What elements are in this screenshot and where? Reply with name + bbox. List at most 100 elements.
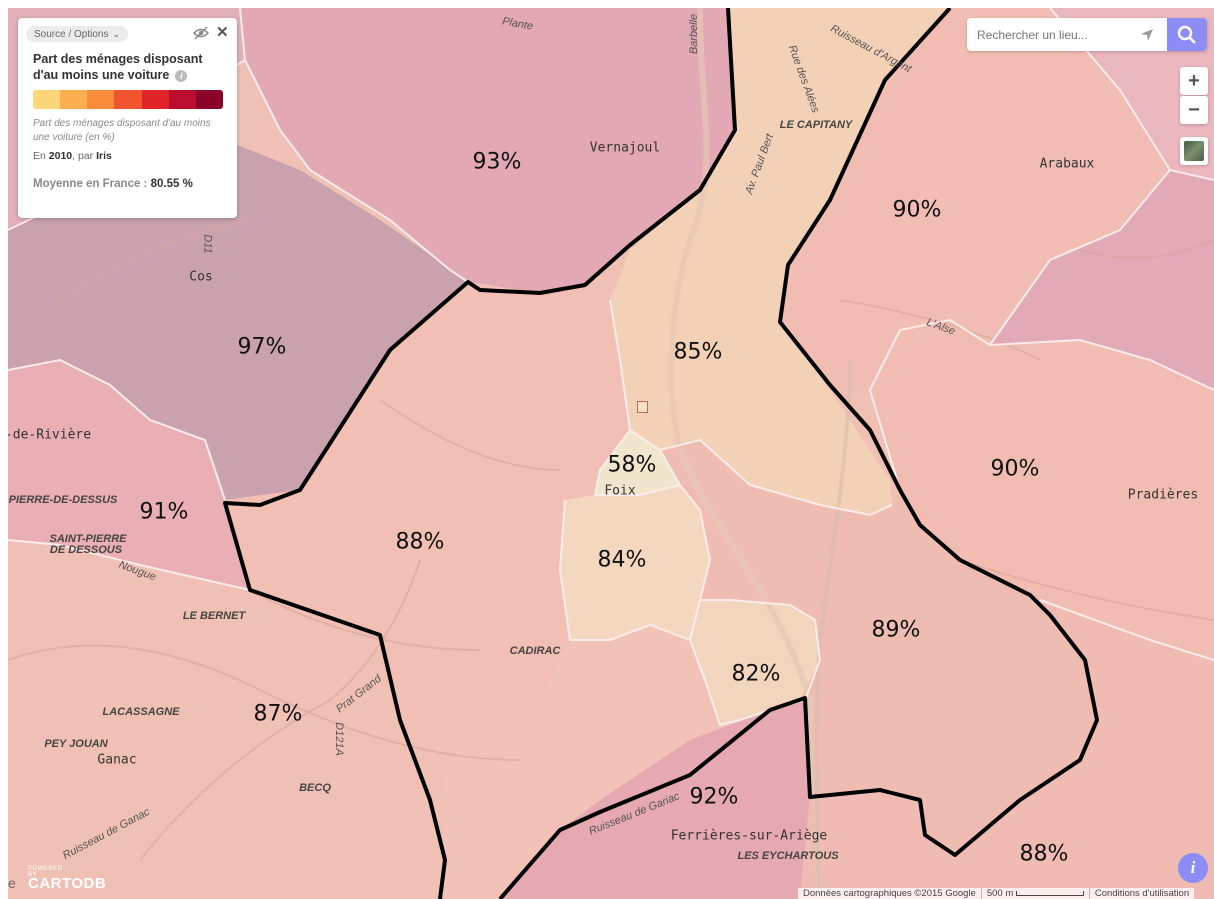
search-box xyxy=(967,18,1207,51)
region-90-e xyxy=(870,320,1214,660)
place-pey-jouan: PEY JOUAN xyxy=(44,738,108,750)
place-vernajoul: Vernajoul xyxy=(589,140,661,156)
region-88-s xyxy=(440,625,720,899)
locate-icon[interactable] xyxy=(1139,27,1155,43)
region-85 xyxy=(610,8,950,515)
region-88-se xyxy=(800,600,1214,899)
hide-eye-icon[interactable] xyxy=(193,26,209,40)
place-cos: Cos xyxy=(189,269,213,285)
scale-bar: 500 m xyxy=(980,888,1089,899)
region-label-58: 58% xyxy=(607,452,657,478)
legend-average: Moyenne en France : 80.55 % xyxy=(33,178,193,190)
region-84 xyxy=(560,485,710,640)
place-de-riviere: -de-Rivière xyxy=(8,427,92,443)
legend-year: En 2010, par Iris xyxy=(33,150,112,162)
close-icon[interactable]: ✕ xyxy=(216,24,229,41)
region-92 xyxy=(500,700,810,899)
region-label-84: 84% xyxy=(597,547,647,573)
region-93 xyxy=(240,8,735,293)
place-les-eychartous: LES EYCHARTOUS xyxy=(737,850,839,862)
ramp-step-6 xyxy=(168,90,196,109)
place-le-capitany: LE CAPITANY xyxy=(779,119,853,131)
region-ne-far xyxy=(1050,8,1214,180)
place-de-dessous: DE DESSOUS xyxy=(49,544,123,556)
region-label-88-central: 88% xyxy=(395,529,445,555)
ramp-step-5 xyxy=(141,90,169,109)
region-90-ne xyxy=(780,8,1170,390)
selected-boundary xyxy=(223,8,1099,899)
average-label: Moyenne en France : xyxy=(33,178,148,190)
place-le-bernet: LE BERNET xyxy=(182,610,246,622)
google-logo-fragment: e xyxy=(8,875,16,891)
powered-by-label: POWERED BY xyxy=(28,866,63,878)
zoom-in-button[interactable]: + xyxy=(1180,67,1208,95)
search-icon xyxy=(1177,25,1196,44)
label-barbelle: Barbelle xyxy=(688,13,701,55)
legend-description: Part des ménages disposant d'au moins un… xyxy=(33,118,211,143)
label-d121a: D121A xyxy=(332,722,345,756)
place-ferrieres: Ferrières-sur-Ariège xyxy=(670,828,828,844)
place-saint-pierre: SAINT-PIERRE xyxy=(49,533,127,545)
choropleth-map[interactable]: 93% 97% 85% 58% 84% 82% 91% 88% 87% 90% … xyxy=(8,8,1214,899)
ramp-step-2 xyxy=(60,90,88,109)
place-pierre-de-dessus: PIERRE-DE-DESSUS xyxy=(8,494,118,506)
region-87 xyxy=(8,540,450,899)
chevron-down-icon: ⌄ xyxy=(112,29,121,39)
region-e-pink xyxy=(990,170,1214,390)
region-82 xyxy=(690,600,820,725)
search-button[interactable] xyxy=(1167,18,1207,51)
region-label-85: 85% xyxy=(673,339,723,365)
year-value: 2010 xyxy=(48,150,73,162)
region-label-90-e: 90% xyxy=(990,456,1040,482)
region-97 xyxy=(8,130,470,500)
search-input[interactable] xyxy=(967,18,1157,51)
place-arabaux: Arabaux xyxy=(1039,156,1095,172)
scale-line xyxy=(1015,890,1084,896)
place-lacassagne: LACASSAGNE xyxy=(102,706,180,718)
legend-panel: Source / Options⌄ ✕ Part des ménages dis… xyxy=(18,18,237,218)
legend-title-text: Part des ménages disposant d'au moins un… xyxy=(33,52,203,82)
region-label-90-ne: 90% xyxy=(892,197,942,223)
satellite-layer-button[interactable] xyxy=(1180,137,1208,165)
place-ganac: Ganac xyxy=(97,752,137,768)
source-options-label: Source / Options xyxy=(34,29,109,40)
ramp-step-1 xyxy=(33,90,61,109)
region-label-82: 82% xyxy=(731,661,781,687)
region-label-87: 87% xyxy=(253,701,303,727)
info-icon[interactable]: i xyxy=(175,69,188,82)
place-foix: Foix xyxy=(604,483,636,499)
map-data-credit[interactable]: Données cartographiques ©2015 Google xyxy=(803,888,976,899)
year-prefix: En xyxy=(33,150,46,162)
region-label-91: 91% xyxy=(139,499,189,525)
place-cadirac: CADIRAC xyxy=(509,645,561,657)
info-button[interactable]: i xyxy=(1178,853,1208,883)
region-88-c xyxy=(225,282,630,760)
map-attribution: Données cartographiques ©2015 Google 500 … xyxy=(798,888,1195,899)
zoom-out-button[interactable]: − xyxy=(1180,96,1208,124)
place-becq: BECQ xyxy=(299,782,331,794)
region-label-93: 93% xyxy=(472,149,522,175)
source-options-dropdown[interactable]: Source / Options⌄ xyxy=(26,26,129,42)
region-58 xyxy=(595,430,680,495)
terms-link[interactable]: Conditions d'utilisation xyxy=(1088,888,1195,899)
map-regions[interactable] xyxy=(8,8,1214,899)
color-ramp xyxy=(33,90,223,109)
label-d11: D11 xyxy=(201,234,214,254)
average-value: 80.55 % xyxy=(150,178,193,190)
legend-title: Part des ménages disposant d'au moins un… xyxy=(33,51,223,83)
cartodb-logo: CARTODB xyxy=(28,875,107,892)
region-91 xyxy=(8,360,250,590)
region-label-89: 89% xyxy=(871,617,921,643)
year-mid: , par xyxy=(72,150,94,162)
region-label-92: 92% xyxy=(689,784,739,810)
poi-marker-icon xyxy=(637,401,648,413)
place-pradieres: Pradières xyxy=(1127,487,1199,503)
unit-value: Iris xyxy=(96,150,112,162)
region-label-88-se: 88% xyxy=(1019,841,1069,867)
region-89 xyxy=(660,440,1095,855)
ramp-step-3 xyxy=(87,90,115,109)
ramp-step-4 xyxy=(114,90,142,109)
scale-label: 500 m xyxy=(986,888,1014,899)
satellite-thumbnail-icon xyxy=(1184,141,1204,161)
ramp-step-7 xyxy=(195,90,223,109)
